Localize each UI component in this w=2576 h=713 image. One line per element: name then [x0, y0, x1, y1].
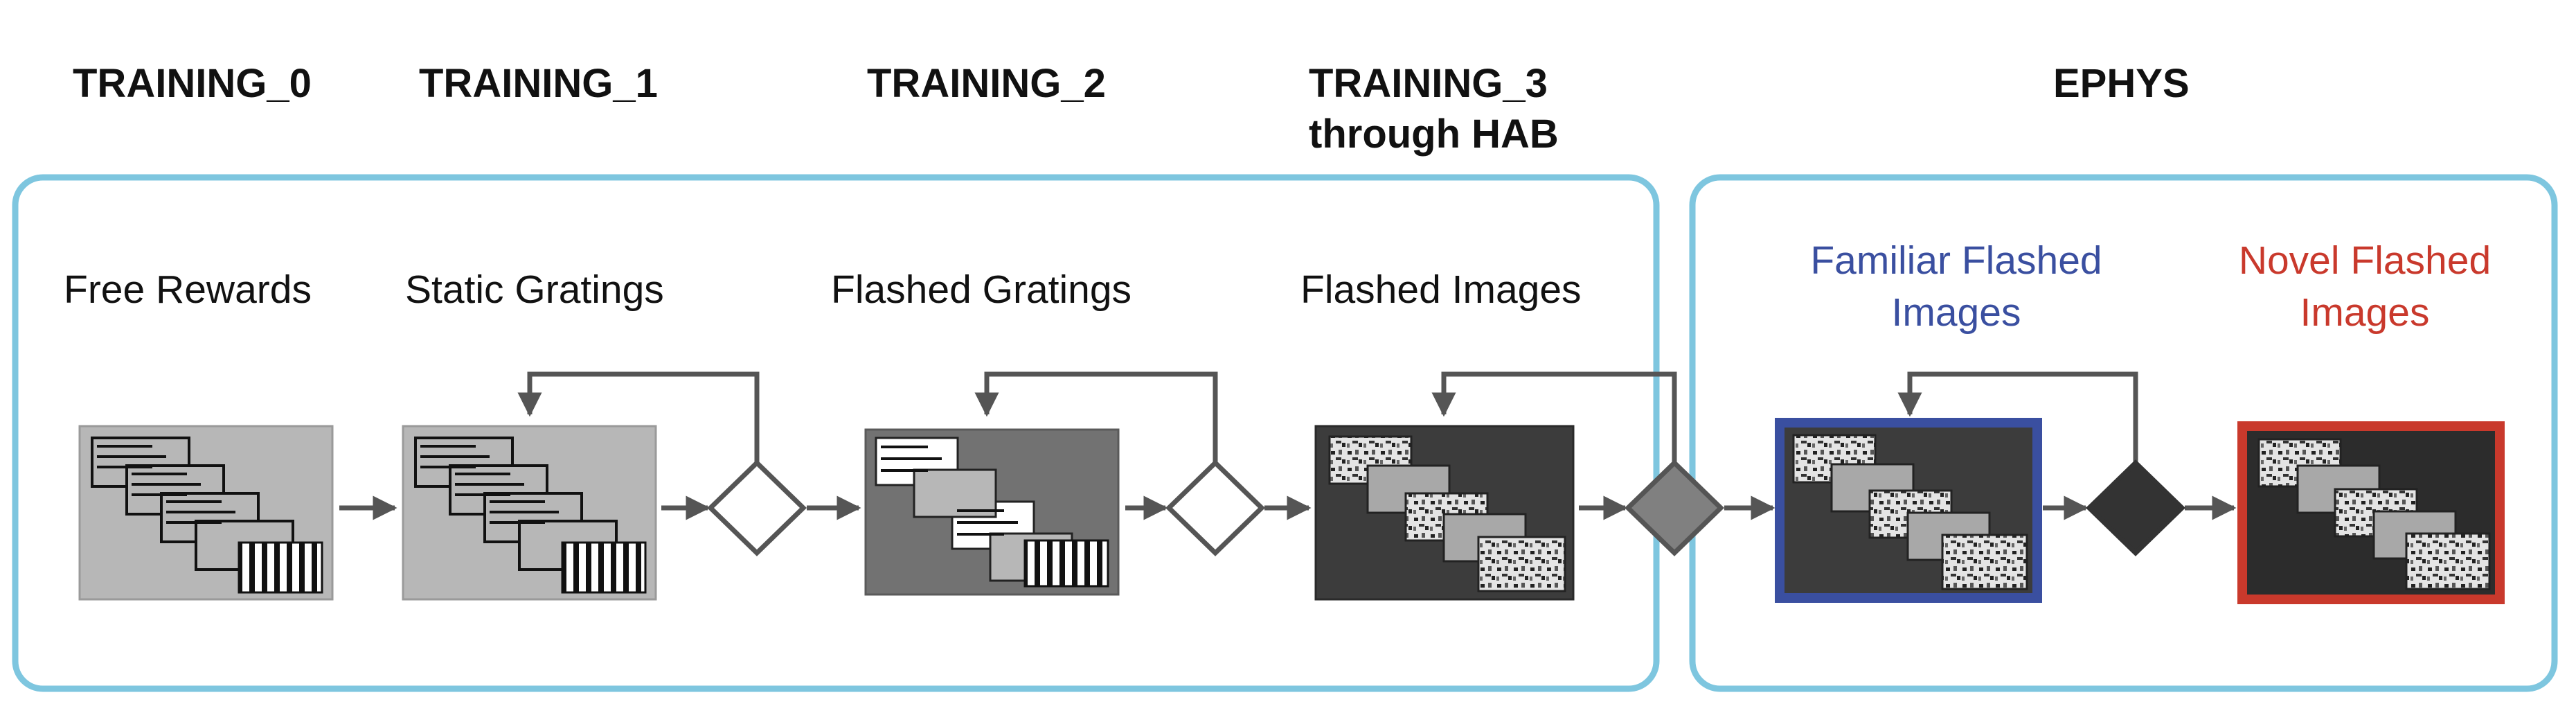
decision-diamond-3	[1624, 459, 1725, 556]
novel-images-panel	[2237, 421, 2505, 604]
decision-diamond-2	[1165, 459, 1266, 556]
free-rewards-panel	[78, 425, 334, 601]
training-group-box	[12, 174, 1660, 692]
familiar-images-panel	[1775, 418, 2042, 603]
stage-title-training-3: TRAINING_3	[1309, 61, 1548, 106]
stage-title-training-3-subtitle: through HAB	[1309, 112, 1559, 157]
ephys-group-box	[1689, 174, 2558, 692]
static-gratings-panel	[402, 425, 657, 601]
condition-label-static-gratings: Static Gratings	[405, 267, 664, 312]
flashed-images-panel	[1314, 425, 1575, 601]
flashed-gratings-panel	[864, 428, 1120, 596]
feedback-loops	[517, 371, 2138, 463]
condition-label-familiar: Familiar Flashed	[1810, 238, 2102, 283]
condition-label-familiar-line2: Images	[1892, 290, 2021, 335]
condition-label-flashed-gratings: Flashed Gratings	[831, 267, 1132, 312]
stage-title-training-0: TRAINING_0	[73, 61, 312, 106]
condition-label-flashed-images: Flashed Images	[1300, 267, 1582, 312]
stage-title-training-1: TRAINING_1	[419, 61, 658, 106]
condition-label-novel-line2: Images	[2300, 290, 2430, 335]
condition-label-novel: Novel Flashed	[2239, 238, 2491, 283]
decision-diamond-1	[706, 459, 807, 556]
condition-label-free-rewards: Free Rewards	[64, 267, 312, 312]
decision-diamond-4	[2085, 459, 2186, 556]
stage-title-training-2: TRAINING_2	[867, 61, 1106, 106]
stage-title-ephys: EPHYS	[2053, 61, 2190, 106]
